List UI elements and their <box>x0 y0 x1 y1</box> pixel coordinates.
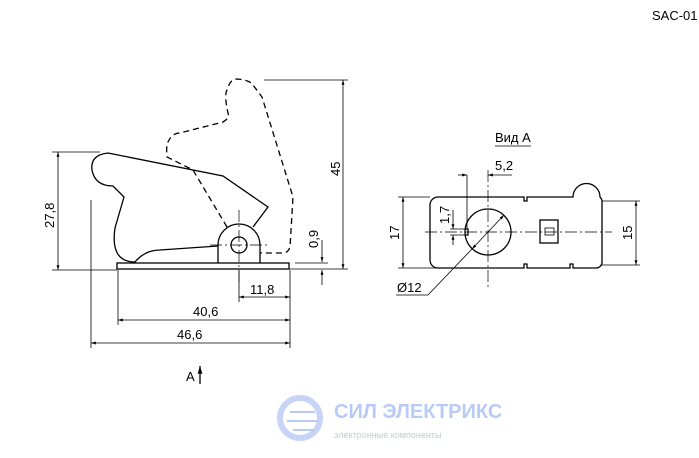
dim-15: 15 <box>620 226 635 240</box>
switch-window <box>539 219 559 244</box>
dim-1-7: 1,7 <box>437 206 452 224</box>
dim-17: 17 <box>387 226 402 240</box>
dim-diameter-12: Ø12 <box>397 280 422 295</box>
model-title: SAC-01 <box>652 8 698 23</box>
view-a-body <box>429 182 603 269</box>
side-view: 45 27,8 0,9 11,8 40,6 46,6 А <box>42 78 348 384</box>
watermark-tagline: электронные компоненты <box>334 430 441 440</box>
dim-45: 45 <box>328 162 343 176</box>
view-a-title: Вид А <box>495 130 531 145</box>
dim-5-2: 5,2 <box>495 158 513 173</box>
dim-11-8: 11,8 <box>250 282 274 297</box>
dim-27-8: 27,8 <box>42 203 57 228</box>
view-arrow-label: А <box>186 369 195 384</box>
watermark-logo: СИЛ ЭЛЕКТРИКС электронные компоненты <box>277 395 502 441</box>
cover-open-outline <box>166 78 294 254</box>
base-plate <box>116 262 290 270</box>
pivot-block <box>217 223 261 263</box>
dim-0-9: 0,9 <box>306 230 321 248</box>
dim-46-6: 46,6 <box>177 327 202 342</box>
dim-40-6: 40,6 <box>193 304 218 319</box>
watermark-brand: СИЛ ЭЛЕКТРИКС <box>334 401 502 423</box>
cover-lever <box>91 152 269 263</box>
view-a: Вид А 17 15 5,2 1,7 Ø12 <box>387 130 640 296</box>
